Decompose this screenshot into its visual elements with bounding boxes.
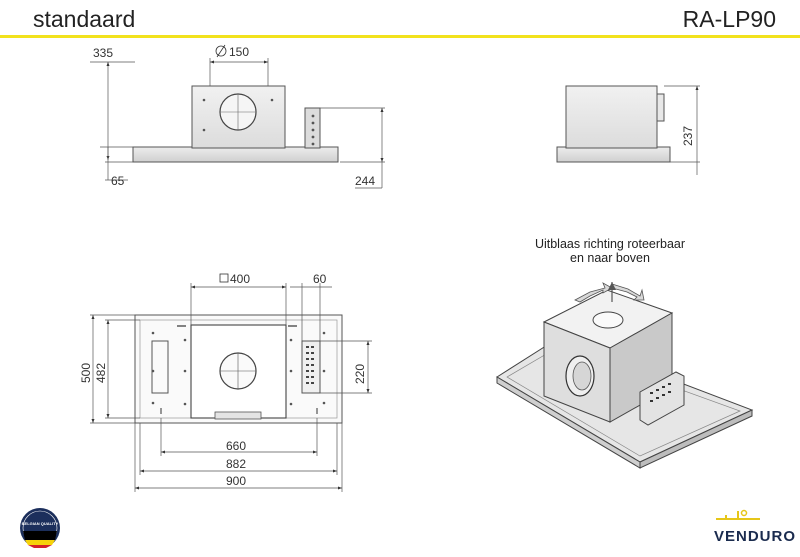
iso-control-panel (639, 371, 685, 426)
front-control-panel (304, 107, 321, 149)
side-view (556, 85, 671, 163)
iso-view: Uitblaas richting roteerbaar en naar bov… (496, 237, 754, 469)
dim-244: 244 (355, 174, 375, 188)
side-dimensions: 237 (664, 85, 700, 175)
page-title-left: standaard (33, 6, 136, 32)
dim-150: 150 (229, 45, 249, 59)
dim-482: 482 (94, 363, 108, 383)
header-divider (0, 35, 800, 38)
dim-220: 220 (353, 364, 367, 384)
brand-name: VENDURO (714, 528, 796, 545)
dim-500: 500 (79, 363, 93, 383)
dim-65: 65 (111, 174, 125, 188)
top-control-panel (301, 340, 321, 394)
top-view (134, 314, 343, 424)
venduro-logo: VENDURO (714, 509, 796, 545)
dim-60: 60 (313, 272, 327, 286)
dim-237: 237 (681, 126, 695, 146)
side-motor-box (565, 85, 658, 149)
rotate-arrow-right (611, 283, 645, 301)
front-dimensions: 335 150 65 244 (90, 44, 385, 189)
dim-882: 882 (226, 457, 246, 471)
front-plate (132, 146, 339, 163)
top-dimensions: 400 60 500 482 220 660 882 900 (79, 272, 372, 492)
belgian-quality-badge: BELGIAN QUALITY (20, 508, 60, 548)
rotate-arrow-left (574, 282, 613, 303)
side-duct-stub (656, 93, 665, 122)
dim-900: 900 (226, 474, 246, 488)
iso-label-line2: en naar boven (570, 251, 650, 265)
dim-660: 660 (226, 439, 246, 453)
badge-text: BELGIAN QUALITY (22, 521, 59, 526)
iso-label-line1: Uitblaas richting roteerbaar (535, 237, 685, 251)
dim-400: 400 (230, 272, 250, 286)
model-number: RA-LP90 (682, 6, 776, 32)
dim-335: 335 (93, 46, 113, 60)
side-plate (556, 146, 671, 163)
iso-top-opening (592, 311, 624, 329)
front-view (132, 85, 339, 163)
top-light-left (151, 340, 169, 394)
